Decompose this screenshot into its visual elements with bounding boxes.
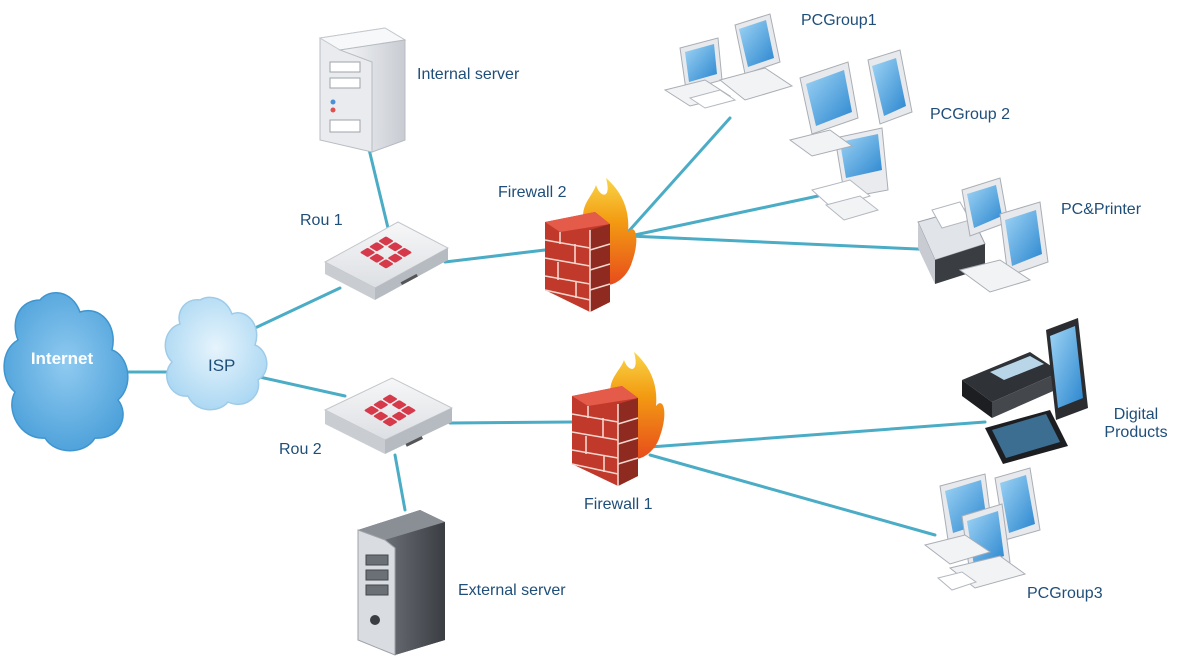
- firewall2-label: Firewall 2: [498, 184, 567, 201]
- link-firewall1-pcgroup3: [648, 453, 937, 537]
- digital-products-label: Digital Products: [1100, 406, 1172, 443]
- link-rou2-firewall1: [448, 420, 574, 425]
- isp-cloud-icon: [164, 296, 268, 411]
- link-isp-rou2: [253, 374, 347, 398]
- digital-products-label-line1: Digital: [1113, 406, 1159, 423]
- pcgroup3-label: PCGroup3: [1027, 585, 1103, 602]
- link-firewall1-digital-products: [648, 420, 987, 449]
- link-firewall2-pcgroup2: [628, 194, 820, 238]
- link-isp-rou1: [253, 286, 342, 330]
- firewall1-label: Firewall 1: [584, 496, 653, 513]
- pcgroup3-icon: [923, 467, 1041, 591]
- links: [110, 116, 987, 537]
- internet-label: Internet: [31, 349, 94, 368]
- link-firewall2-pcprinter: [628, 234, 942, 252]
- digital-products-label-line2: Products: [1104, 424, 1168, 442]
- pc-printer-label: PC&Printer: [1061, 201, 1142, 218]
- rou2-label: Rou 2: [279, 441, 322, 458]
- digital-products-icon: [962, 318, 1088, 464]
- external-server-icon: [357, 510, 445, 656]
- rou1-label: Rou 1: [300, 212, 343, 229]
- pcgroup2-icon: [788, 49, 913, 221]
- pc-printer-icon: [917, 177, 1049, 293]
- link-firewall2-pcgroup1: [626, 116, 732, 234]
- link-rou2-external-server: [393, 453, 407, 512]
- external-server-label: External server: [458, 582, 566, 599]
- firewall-2-icon: [544, 178, 637, 312]
- internal-server-label: Internal server: [417, 66, 520, 83]
- link-rou1-firewall2: [443, 248, 547, 264]
- router-2-icon: [323, 377, 454, 454]
- isp-label: ISP: [208, 356, 236, 375]
- internet-cloud-icon: [3, 291, 129, 452]
- pcgroup1-label: PCGroup1: [801, 12, 877, 29]
- pcgroup2-label: PCGroup 2: [930, 106, 1011, 123]
- link-rou1-internal-server: [366, 143, 390, 230]
- router-1-icon: [323, 221, 450, 300]
- pcgroup1-icon: [663, 13, 794, 109]
- internal-server-icon: [318, 27, 407, 153]
- firewall-1-icon: [571, 352, 665, 486]
